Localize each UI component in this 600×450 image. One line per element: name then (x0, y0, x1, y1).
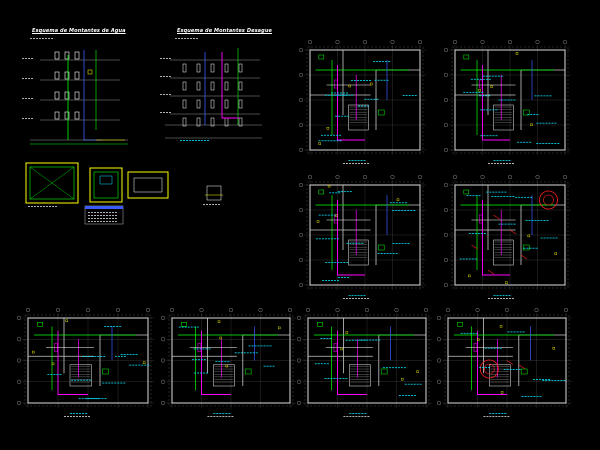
sewer-riser-title: Esquema de Montantes Desague (177, 28, 272, 34)
plan-ground-floor-2 (444, 40, 571, 164)
plan-basement-3 (297, 308, 432, 417)
tank-details (25, 162, 223, 225)
plan-roof (444, 174, 571, 299)
plan-ground-floor-1 (299, 40, 426, 164)
plan-basement-1 (17, 308, 154, 417)
plan-basement-2 (160, 308, 296, 417)
water-riser-title: Esquema de Montantes de Agua (32, 28, 126, 34)
riser-sewer-diagram (160, 38, 262, 141)
riser-water-diagram (22, 38, 128, 145)
plan-basement-4 (437, 308, 572, 417)
plan-typical-floor-1 (299, 174, 426, 299)
